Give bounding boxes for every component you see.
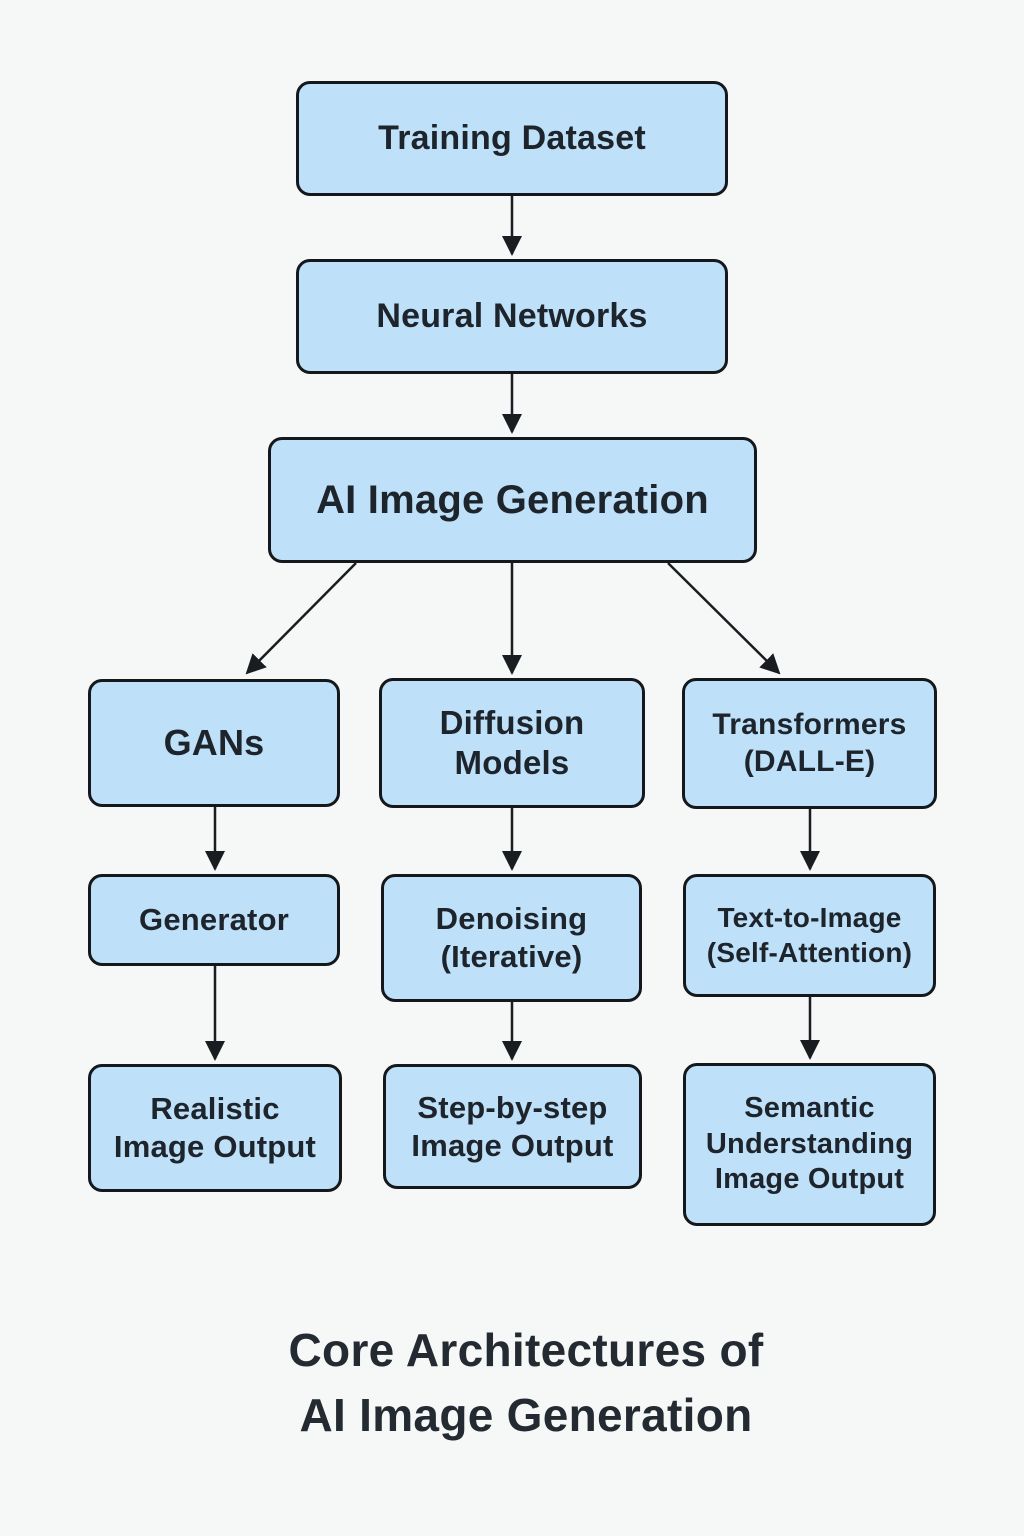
node-ai-image-generation: AI Image Generation xyxy=(268,437,757,563)
node-gans: GANs xyxy=(88,679,340,807)
node-denoising: Denoising (Iterative) xyxy=(381,874,642,1002)
node-semantic-output: Semantic Understanding Image Output xyxy=(683,1063,936,1226)
node-generator: Generator xyxy=(88,874,340,966)
node-neural-networks: Neural Networks xyxy=(296,259,728,374)
arrow-ai-to-gans xyxy=(245,562,357,675)
arrow-ai-to-transformers xyxy=(667,562,781,675)
node-realistic-output: Realistic Image Output xyxy=(88,1064,342,1192)
diagram-caption: Core Architectures of AI Image Generatio… xyxy=(288,1324,764,1442)
node-transformers: Transformers (DALL-E) xyxy=(682,678,937,809)
node-step-by-step-output: Step-by-step Image Output xyxy=(383,1064,642,1189)
node-diffusion-models: Diffusion Models xyxy=(379,678,645,808)
node-training-dataset: Training Dataset xyxy=(296,81,728,196)
node-text-to-image: Text-to-Image (Self-Attention) xyxy=(683,874,936,997)
